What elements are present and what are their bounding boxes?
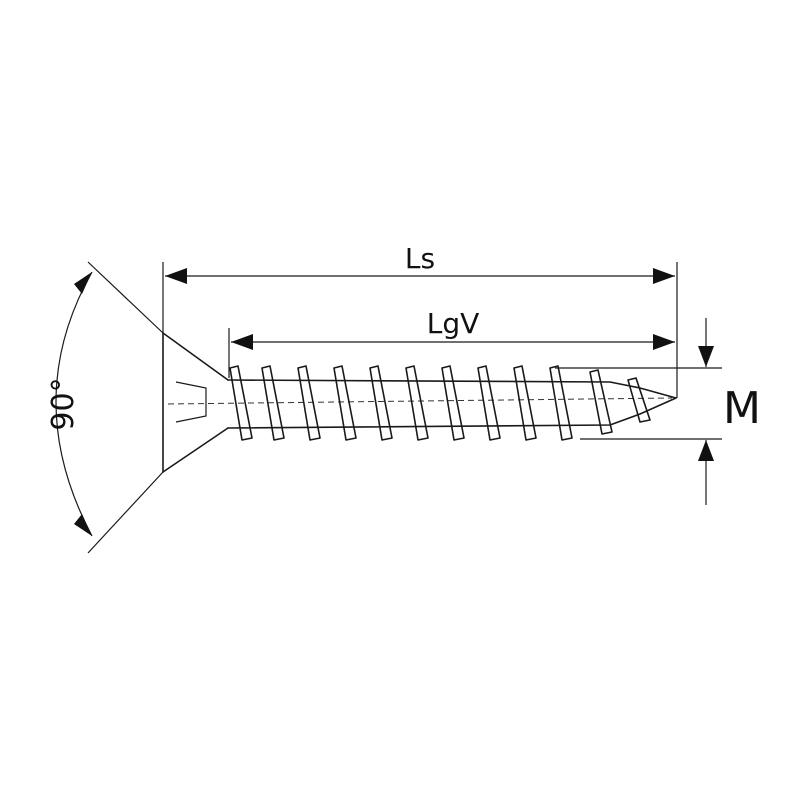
lgv-arrow-right bbox=[653, 334, 675, 350]
thread-flight bbox=[229, 365, 253, 441]
angle-extension-line-upper bbox=[87, 261, 164, 334]
angle-arc bbox=[55, 271, 93, 537]
lgv-arrow-left bbox=[231, 334, 253, 350]
thread-flight bbox=[333, 365, 357, 441]
m-dimension: M bbox=[555, 318, 761, 505]
angle-extension-line-lower bbox=[87, 471, 164, 554]
thread-flight bbox=[441, 365, 465, 441]
lgv-dimension: LgV bbox=[228, 307, 675, 378]
thread-flight bbox=[589, 369, 613, 435]
screw-shank bbox=[227, 379, 677, 429]
lgv-label: LgV bbox=[427, 307, 480, 340]
thread-flight bbox=[261, 365, 285, 441]
thread-flight bbox=[549, 365, 573, 441]
ls-arrow-right bbox=[653, 268, 675, 284]
ls-dimension: Ls bbox=[162, 242, 678, 398]
angle-arrow-upper bbox=[74, 272, 92, 294]
m-arrow-top bbox=[698, 346, 714, 367]
thread-flight bbox=[297, 365, 321, 441]
thread-flight bbox=[477, 365, 501, 441]
angle-dimension: 90° bbox=[46, 261, 164, 554]
thread-flight bbox=[369, 365, 393, 441]
thread-flight bbox=[405, 365, 429, 441]
thread-flight bbox=[627, 377, 651, 423]
angle-label: 90° bbox=[46, 377, 81, 430]
ls-label: Ls bbox=[405, 242, 435, 275]
thread-flight bbox=[513, 365, 537, 441]
screw-head bbox=[162, 332, 229, 473]
drive-recess bbox=[175, 381, 207, 423]
m-label: M bbox=[723, 383, 761, 434]
ls-arrow-left bbox=[165, 268, 187, 284]
m-arrow-bottom bbox=[698, 440, 714, 461]
thread-flights bbox=[229, 365, 651, 441]
angle-arrow-lower bbox=[74, 514, 92, 536]
screw bbox=[162, 332, 677, 473]
